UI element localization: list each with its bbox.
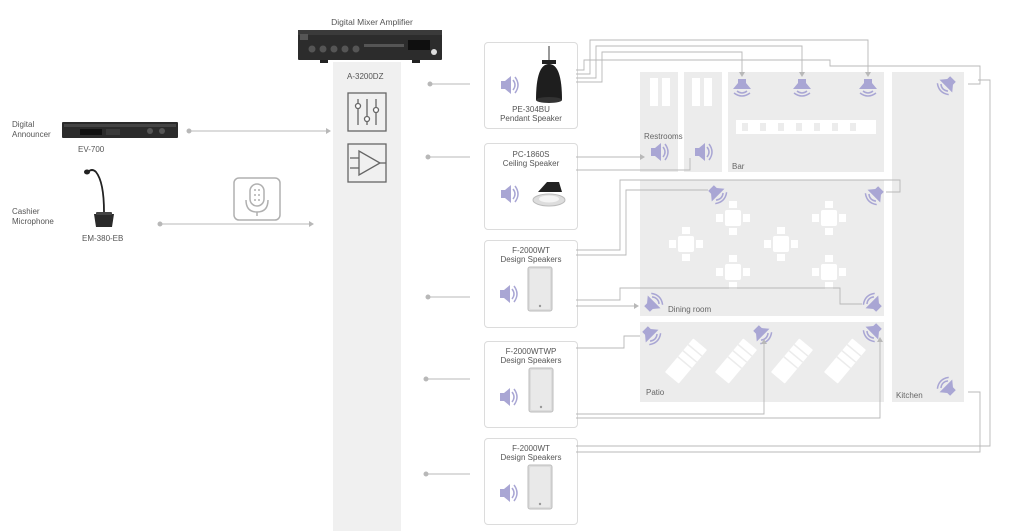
speaker-icon [499, 284, 518, 304]
amplifier-symbol-icon [347, 143, 387, 183]
zone-label-bar: Bar [732, 162, 745, 171]
microphone-model: EM-380-EB [82, 234, 124, 243]
speaker-model: PE-304BU [512, 105, 550, 114]
speaker-icon [500, 75, 519, 95]
speaker-model: F-2000WTWP [505, 347, 557, 356]
speaker-card-ceiling: PC-1860S Ceiling Speaker [484, 143, 578, 230]
speaker-model: PC-1860S [512, 150, 550, 159]
zone-label-dining: Dining room [668, 305, 712, 314]
speaker-type: Design Speakers [500, 453, 562, 462]
mixer-icon [347, 92, 387, 132]
design-speaker-image [528, 367, 554, 413]
zone-label-kitchen: Kitchen [896, 391, 923, 400]
microphone-device [84, 169, 114, 227]
amplifier-model: A-3200DZ [347, 72, 384, 81]
amplifier-column [333, 62, 401, 531]
pendant-speaker-image [536, 46, 562, 103]
design-speaker-image [527, 464, 553, 510]
floor-plan [640, 72, 964, 402]
speaker-type: Ceiling Speaker [502, 159, 560, 168]
announcer-label: Digital Announcer [12, 120, 51, 139]
speaker-card-design-waterproof: F-2000WTWP Design Speakers [484, 341, 578, 428]
announcer-device [62, 122, 178, 138]
microphone-input-icon [233, 177, 281, 221]
zone-label-restrooms: Restrooms [644, 132, 683, 141]
speaker-icon [499, 387, 518, 407]
zone-label-patio: Patio [646, 388, 665, 397]
speaker-icon [500, 184, 519, 204]
speaker-icon [499, 483, 518, 503]
speaker-type: Pendant Speaker [500, 114, 562, 123]
microphone-label: Cashier Microphone [12, 207, 54, 226]
speaker-type: Design Speakers [500, 356, 562, 365]
speaker-card-design-1: F-2000WT Design Speakers [484, 240, 578, 328]
design-speaker-image [527, 266, 553, 312]
speaker-model: F-2000WT [512, 246, 550, 255]
speaker-model: F-2000WT [512, 444, 550, 453]
speaker-type: Design Speakers [500, 255, 562, 264]
amplifier-device [298, 30, 442, 63]
speaker-card-pendant: PE-304BU Pendant Speaker [484, 42, 578, 129]
ceiling-speaker-image [532, 182, 566, 207]
amplifier-title: Digital Mixer Amplifier [331, 17, 413, 27]
announcer-model: EV-700 [78, 145, 105, 154]
